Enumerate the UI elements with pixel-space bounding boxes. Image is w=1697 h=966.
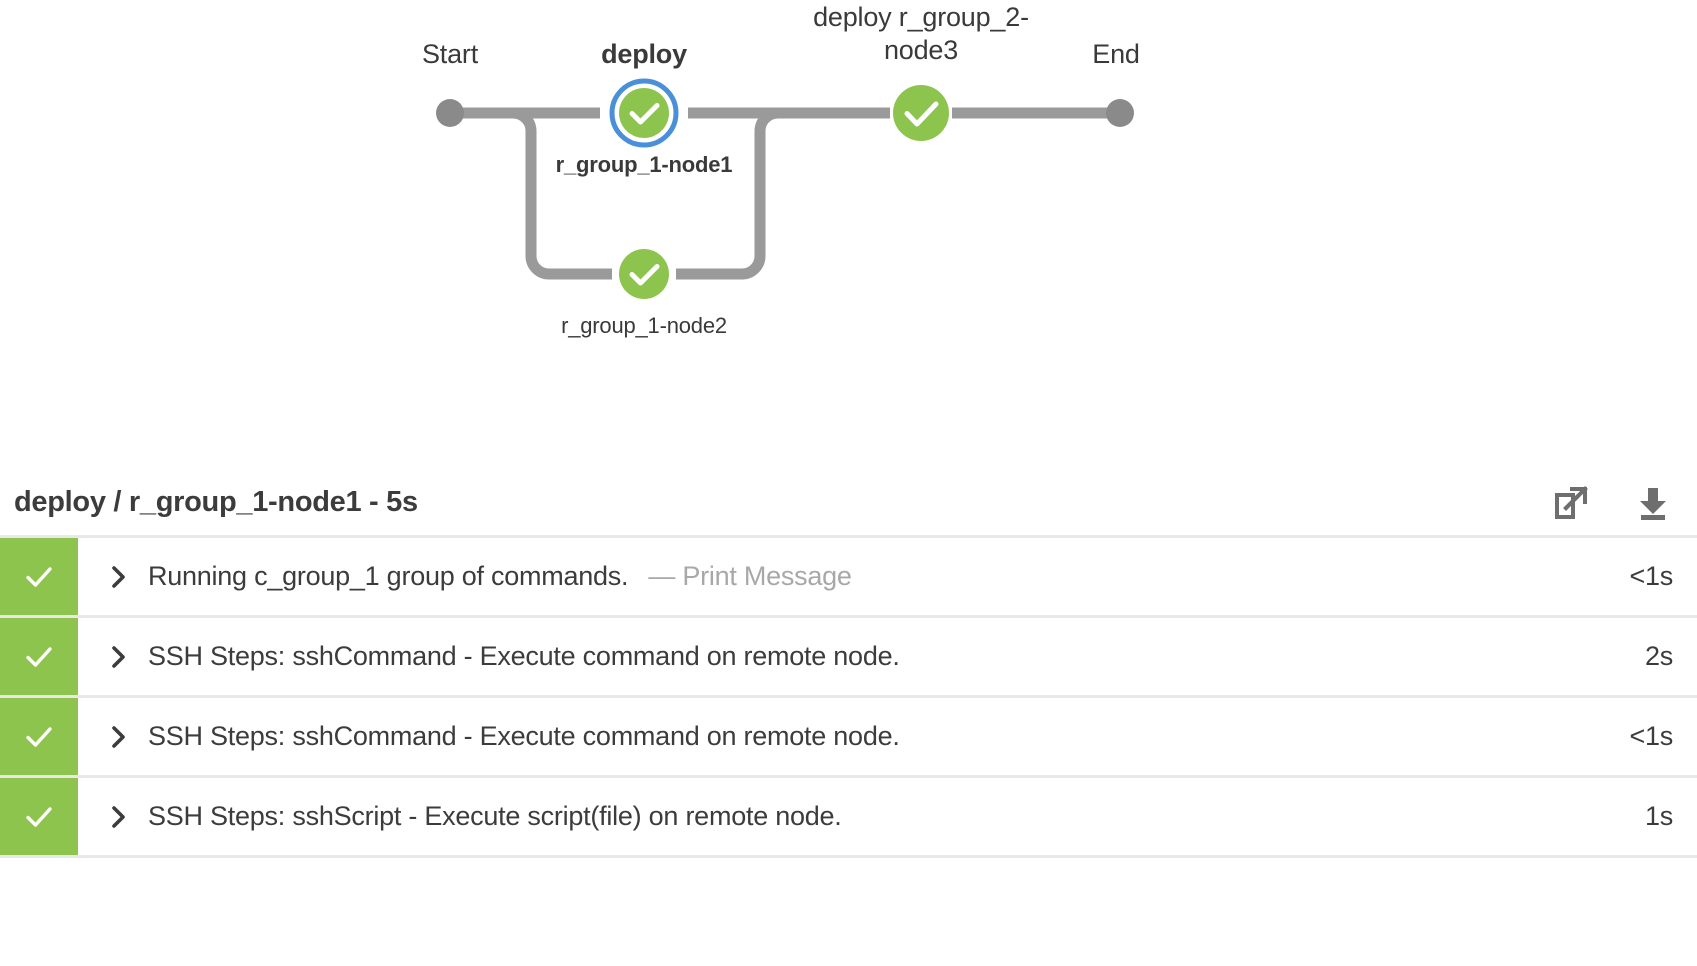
open-in-new-window-button[interactable] <box>1549 481 1593 525</box>
row-expander-icon[interactable] <box>104 804 134 830</box>
stage-label-deploy: deploy <box>601 39 687 69</box>
graph-node-r_group_1-node1[interactable] <box>609 78 679 148</box>
row-status-success <box>0 538 78 615</box>
check-icon <box>629 103 660 125</box>
end-label: End <box>1092 39 1140 69</box>
start-node <box>436 99 464 127</box>
log-row[interactable]: Running c_group_1 group of commands. — P… <box>0 538 1697 618</box>
log-row[interactable]: SSH Steps: sshScript - Execute script(fi… <box>0 778 1697 858</box>
pipeline-graph-canvas <box>436 78 1134 299</box>
chevron-right-icon <box>112 805 125 828</box>
node-label-r_group_1-node2: r_group_1-node2 <box>561 313 727 338</box>
download-logs-button[interactable] <box>1631 481 1675 525</box>
row-meta: — Print Message <box>648 561 852 591</box>
start-label: Start <box>421 39 479 69</box>
row-duration: <1s <box>1629 561 1673 591</box>
row-body: SSH Steps: sshCommand - Execute command … <box>78 618 1645 695</box>
check-icon <box>904 101 939 127</box>
log-row[interactable]: SSH Steps: sshCommand - Execute command … <box>0 698 1697 778</box>
graph-edges <box>450 107 1120 280</box>
pipeline-graph: Start deploy deploy r_group_2- node3 End… <box>0 0 1697 470</box>
download-icon <box>1640 487 1666 520</box>
row-body: SSH Steps: sshScript - Execute script(fi… <box>78 778 1645 855</box>
row-label: SSH Steps: sshScript - Execute script(fi… <box>148 801 842 831</box>
row-expander-icon[interactable] <box>104 564 134 590</box>
row-duration: 2s <box>1644 641 1673 671</box>
edge-start-to-node2 <box>500 107 612 280</box>
row-status-success <box>0 618 78 695</box>
check-icon <box>629 264 660 286</box>
check-icon <box>26 806 52 827</box>
row-duration: 1s <box>1644 801 1673 831</box>
check-icon <box>26 646 52 667</box>
row-status-success <box>0 698 78 775</box>
check-icon <box>26 566 52 587</box>
edge-node2-to-merge <box>676 107 779 280</box>
log-panel-header: deploy / r_group_1-node1 - 5s <box>0 470 1697 538</box>
row-expander-icon[interactable] <box>104 644 134 670</box>
row-label: SSH Steps: sshCommand - Execute command … <box>148 721 900 751</box>
row-status-success <box>0 778 78 855</box>
row-label: Running c_group_1 group of commands. <box>148 561 629 591</box>
end-node <box>1106 99 1134 127</box>
chevron-right-icon <box>112 645 125 668</box>
check-icon <box>26 726 52 747</box>
external-link-icon <box>1555 485 1588 519</box>
node-label-r_group_1-node1: r_group_1-node1 <box>555 152 733 177</box>
log-row-list: Running c_group_1 group of commands. — P… <box>0 538 1697 858</box>
row-expander-icon[interactable] <box>104 724 134 750</box>
row-body: SSH Steps: sshCommand - Execute command … <box>78 698 1629 775</box>
row-body: Running c_group_1 group of commands. — P… <box>78 538 1629 615</box>
chevron-right-icon <box>112 565 125 588</box>
log-panel-actions <box>1549 481 1675 525</box>
log-panel-title: deploy / r_group_1-node1 - 5s <box>14 486 418 518</box>
graph-node-r_group_2-node3[interactable] <box>893 85 949 141</box>
chevron-right-icon <box>112 725 125 748</box>
log-row[interactable]: SSH Steps: sshCommand - Execute command … <box>0 618 1697 698</box>
stage-label-deploy-r_group_2-node3: deploy r_group_2- node3 <box>813 2 1029 65</box>
row-duration: <1s <box>1629 721 1673 751</box>
row-label: SSH Steps: sshCommand - Execute command … <box>148 641 900 671</box>
stage-log-panel: deploy / r_group_1-node1 - 5s <box>0 470 1697 966</box>
graph-node-r_group_1-node2[interactable] <box>619 249 669 299</box>
